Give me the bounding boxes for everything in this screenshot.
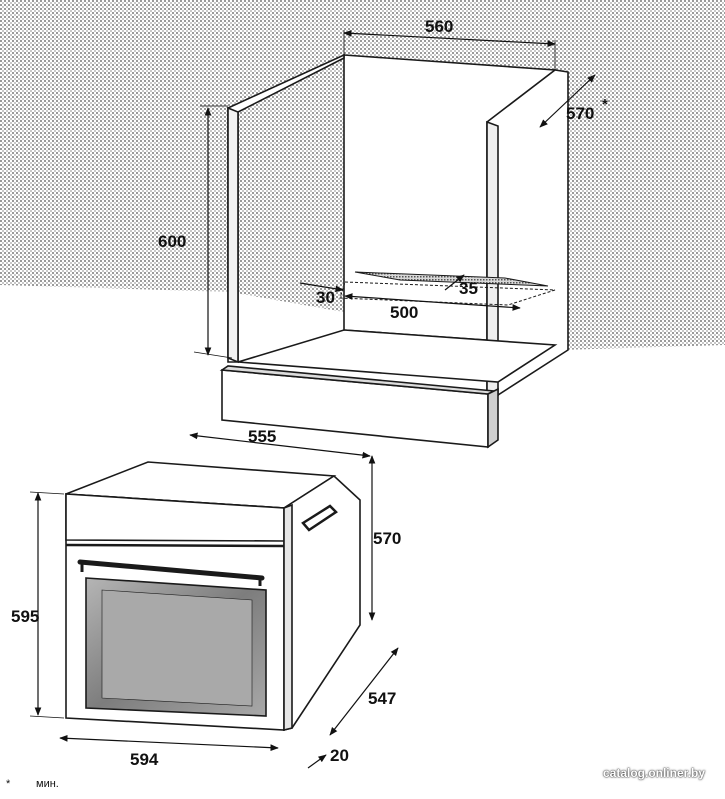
cabinet-floor <box>237 329 558 383</box>
ventilation-opening <box>354 271 549 287</box>
cabinet-left-panel-face <box>227 106 239 364</box>
dim-line-cabinet-width <box>343 30 556 47</box>
label-front-thickness: 20 <box>330 746 349 765</box>
footnote-mark: * <box>6 778 11 790</box>
dim-line-opening-depth <box>444 274 465 291</box>
dim-line-oven-width <box>59 734 279 752</box>
dim-line-opening-offset <box>299 282 344 293</box>
cabinet-plinth-side <box>487 387 499 449</box>
oven-door-handle <box>77 559 265 581</box>
label-oven-width: 594 <box>130 750 159 769</box>
label-oven-depth-top: 555 <box>248 427 276 446</box>
dim-line-opening-width <box>344 293 521 311</box>
label-oven-height-front: 595 <box>11 607 39 626</box>
cabinet <box>219 53 569 449</box>
dim-line-front-thickness <box>307 754 327 769</box>
dim-line-cabinet-depth <box>539 74 596 128</box>
oven-glass-inner <box>101 589 253 707</box>
label-cabinet-depth-mark: * <box>602 96 608 113</box>
label-oven-height-side: 570 <box>373 529 401 548</box>
label-opening-depth: 35 <box>459 279 478 298</box>
label-opening-offset: 30 <box>316 288 335 307</box>
label-cabinet-height: 600 <box>158 232 186 251</box>
label-oven-depth-body: 547 <box>368 689 396 708</box>
footnote-text: мин. <box>36 778 59 790</box>
oven-front-frame <box>283 503 293 732</box>
dim-line-oven-depth-body <box>329 647 399 736</box>
label-cabinet-depth: 570 <box>566 104 594 123</box>
label-cabinet-width: 560 <box>425 17 453 36</box>
dim-line-oven-depth-top <box>189 432 371 459</box>
footnote: * мин. <box>6 778 59 790</box>
oven-dimensions <box>29 432 399 769</box>
opening-outline <box>339 281 556 306</box>
label-opening-width: 500 <box>390 303 418 322</box>
oven-side-handle <box>301 504 338 532</box>
oven <box>65 461 361 732</box>
watermark: catalog.onliner.by <box>602 766 705 780</box>
cabinet-dimensions <box>193 30 596 359</box>
